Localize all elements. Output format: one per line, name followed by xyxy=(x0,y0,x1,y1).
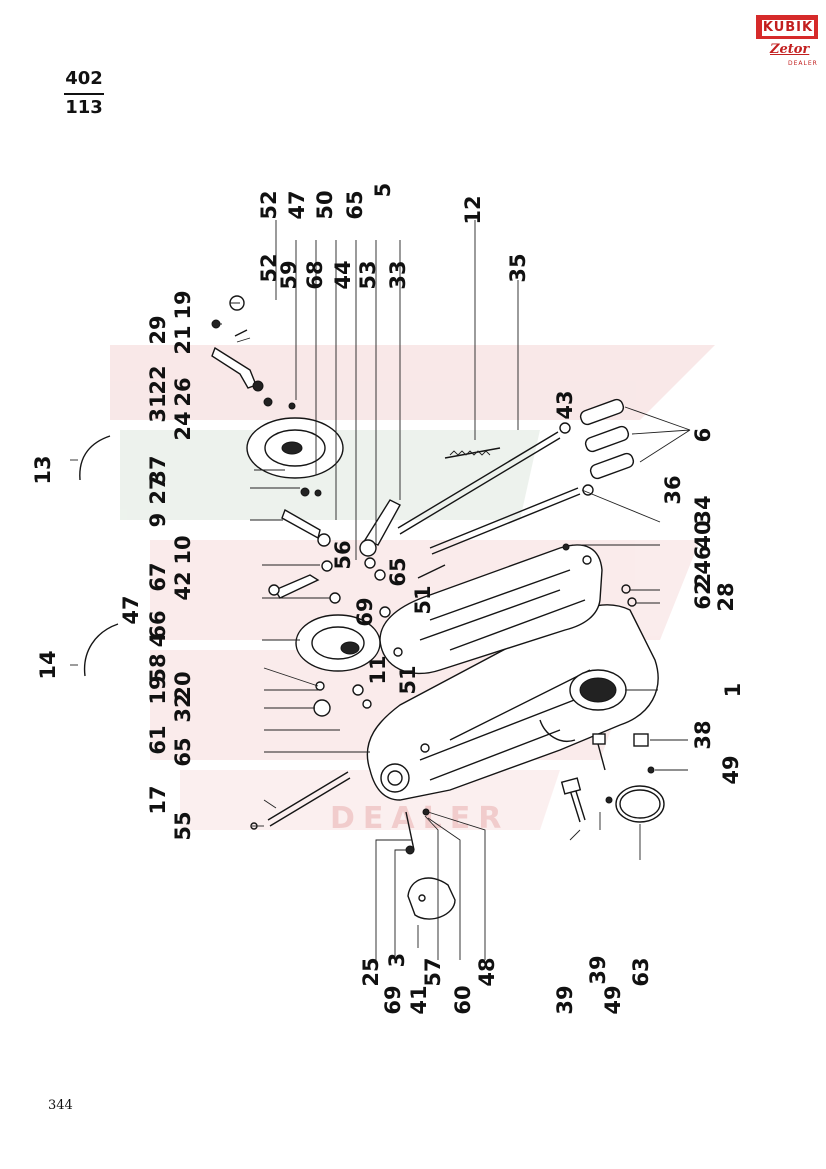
callout-36: 36 xyxy=(661,475,685,504)
page-number: 344 xyxy=(48,1098,73,1113)
callout-69: 69 xyxy=(381,985,405,1014)
callout-51: 51 xyxy=(411,585,435,614)
callout-39: 39 xyxy=(586,955,610,984)
callout-28: 28 xyxy=(714,582,738,611)
small-cover-plate xyxy=(407,877,456,920)
callout-5: 5 xyxy=(371,183,395,198)
o-ring xyxy=(615,785,665,823)
callout-57: 57 xyxy=(421,957,445,986)
hose-line xyxy=(267,771,351,827)
callout-66: 66 xyxy=(146,610,170,639)
callout-67: 67 xyxy=(146,562,170,591)
callout-22: 22 xyxy=(146,365,170,394)
callout-19: 19 xyxy=(146,675,170,704)
callout-27: 27 xyxy=(146,475,170,504)
callout-13: 13 xyxy=(31,455,55,484)
lever-arms xyxy=(211,346,401,599)
callout-34: 34 xyxy=(691,495,715,524)
callout-12: 12 xyxy=(461,195,485,224)
logo-make-text: Zetor xyxy=(770,42,810,57)
callout-11: 11 xyxy=(366,655,390,684)
callout-62: 62 xyxy=(691,580,715,609)
seal-arcs xyxy=(79,435,119,677)
kubik-zetor-logo[interactable]: KUBIK Zetor DEALER xyxy=(756,15,818,73)
callout-31: 31 xyxy=(146,393,170,422)
callout-24: 24 xyxy=(171,411,195,440)
callout-49: 49 xyxy=(719,755,743,784)
callout-32: 32 xyxy=(171,693,195,722)
callout-9: 9 xyxy=(146,513,170,528)
callout-50: 50 xyxy=(313,190,337,219)
leader-lines xyxy=(70,220,691,960)
callout-3: 3 xyxy=(385,953,409,968)
callout-63: 63 xyxy=(629,957,653,986)
callout-25: 25 xyxy=(359,957,383,986)
figure-number-top: 402 xyxy=(65,68,103,89)
callout-69: 69 xyxy=(353,597,377,626)
callout-17: 17 xyxy=(146,785,170,814)
callout-46: 46 xyxy=(691,545,715,574)
callout-60: 60 xyxy=(451,985,475,1014)
flange-upper xyxy=(246,417,344,479)
callout-26: 26 xyxy=(171,377,195,406)
callout-43: 43 xyxy=(553,390,577,419)
pins-set xyxy=(579,398,635,480)
callout-56: 56 xyxy=(331,540,355,569)
callout-29: 29 xyxy=(146,315,170,344)
callout-42: 42 xyxy=(171,571,195,600)
callout-65: 65 xyxy=(171,737,195,766)
callout-14: 14 xyxy=(36,650,60,679)
callout-40: 40 xyxy=(691,520,715,549)
callout-68: 68 xyxy=(303,260,327,289)
callout-55: 55 xyxy=(171,811,195,840)
callout-41: 41 xyxy=(407,985,431,1014)
callout-10: 10 xyxy=(171,535,195,564)
callout-4: 4 xyxy=(146,633,170,648)
callout-44: 44 xyxy=(331,260,355,289)
cover-plate xyxy=(379,544,603,675)
callout-21: 21 xyxy=(171,325,195,354)
callout-39: 39 xyxy=(553,985,577,1014)
callout-53: 53 xyxy=(356,260,380,289)
callout-37: 37 xyxy=(146,455,170,484)
watermark-text: DEALER xyxy=(330,801,509,836)
callout-35: 35 xyxy=(506,253,530,282)
callout-1: 1 xyxy=(721,683,745,698)
callout-59: 59 xyxy=(277,260,301,289)
figure-number-bottom: 113 xyxy=(65,97,103,118)
small-fasteners xyxy=(211,295,655,855)
callout-61: 61 xyxy=(146,725,170,754)
callout-51: 51 xyxy=(396,665,420,694)
callout-58: 58 xyxy=(146,653,170,682)
flange-lower xyxy=(295,614,381,672)
callout-47: 47 xyxy=(119,595,143,624)
callout-65: 65 xyxy=(386,557,410,586)
callout-38: 38 xyxy=(691,720,715,749)
callout-65: 65 xyxy=(343,190,367,219)
figure-number-divider xyxy=(64,93,104,95)
callout-52: 52 xyxy=(257,253,281,282)
logo-tagline-text: DEALER xyxy=(788,60,818,67)
callout-33: 33 xyxy=(386,260,410,289)
bolts xyxy=(405,733,649,851)
callout-2: 2 xyxy=(691,573,715,588)
control-rods xyxy=(397,431,581,579)
callout-48: 48 xyxy=(475,957,499,986)
logo-brand-box: KUBIK xyxy=(756,15,818,39)
callout-49: 49 xyxy=(601,985,625,1014)
callout-47: 47 xyxy=(285,190,309,219)
callout-20: 20 xyxy=(171,671,195,700)
callout-52: 52 xyxy=(257,190,281,219)
main-housing xyxy=(366,604,659,801)
logo-brand-text: KUBIK xyxy=(762,20,814,36)
callout-19: 19 xyxy=(171,290,195,319)
callout-6: 6 xyxy=(691,428,715,443)
